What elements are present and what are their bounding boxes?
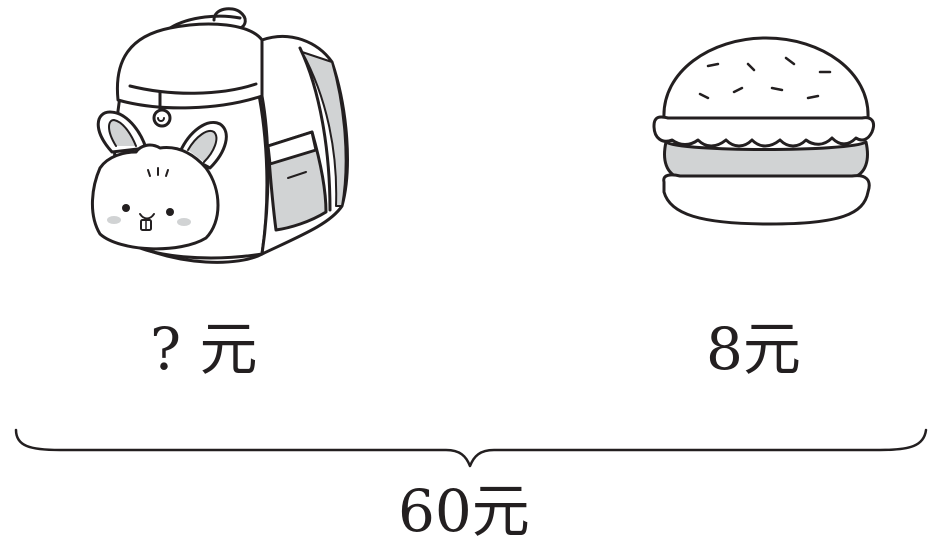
rabbit-icon xyxy=(90,110,228,251)
backpack-price-label: ? 元 xyxy=(150,315,258,383)
brace-icon xyxy=(14,428,928,468)
total-price-label: 60元 xyxy=(398,477,530,545)
hamburger-icon xyxy=(652,36,876,226)
hamburger-price-label: 8元 xyxy=(706,315,801,383)
